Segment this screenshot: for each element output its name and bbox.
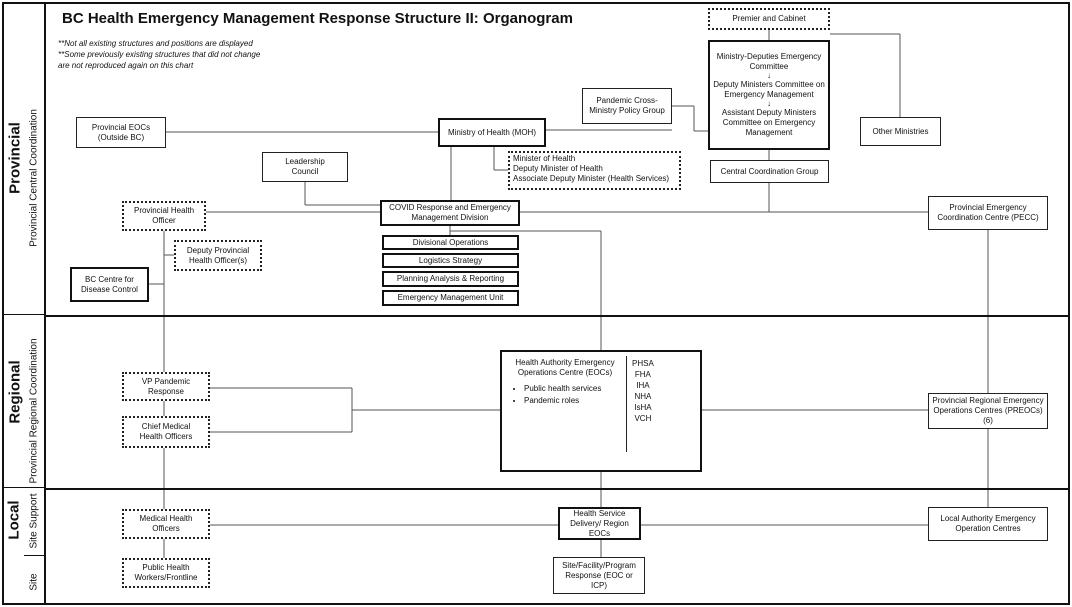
node-premier-cabinet: Premier and Cabinet <box>708 8 830 30</box>
section-label-regional: Regional <box>6 360 24 424</box>
node-ministry-deputy-committees: Ministry-Deputies Emergency Committee ↓ … <box>708 40 830 150</box>
minister-line-1: Minister of Health <box>513 154 576 163</box>
node-bc-cdc: BC Centre for Disease Control <box>70 267 149 302</box>
authority-fha: FHA <box>634 370 651 379</box>
node-logistics-strategy: Logistics Strategy <box>382 253 519 268</box>
note-1: **Not all existing structures and positi… <box>58 39 253 48</box>
node-planning-analysis: Planning Analysis & Reporting <box>382 271 519 287</box>
section-label-provincial: Provincial <box>6 122 24 194</box>
node-health-authority-eocs: Health Authority Emergency Operations Ce… <box>500 350 702 472</box>
heoc-divider <box>626 356 627 452</box>
node-medical-health-officers: Medical Health Officers <box>122 509 210 539</box>
minister-line-3: Associate Deputy Minister (Health Servic… <box>513 174 670 183</box>
arrow-down-icon: ↓ <box>767 99 771 108</box>
node-central-coordination-group: Central Coordination Group <box>710 160 829 183</box>
node-deputy-pho: Deputy Provincial Health Officer(s) <box>174 240 262 271</box>
node-pandemic-policy-group: Pandemic Cross-Ministry Policy Group <box>582 88 672 124</box>
heoc-bullet-public-health: Public health services <box>524 384 620 394</box>
heoc-bullets: Public health services Pandemic roles <box>510 384 620 406</box>
assistant-deputy-ministers-committee: Assistant Deputy Ministers Committee on … <box>721 108 817 137</box>
node-vp-pandemic-response: VP Pandemic Response <box>122 372 210 401</box>
note-3: are not reproduced again on this chart <box>58 61 194 70</box>
ministry-deputies-committee: Ministry-Deputies Emergency Committee <box>716 52 822 71</box>
node-emergency-management-unit: Emergency Management Unit <box>382 290 519 306</box>
minister-line-2: Deputy Minister of Health <box>513 164 603 173</box>
section-sublabel-site-support: Site Support <box>28 493 40 549</box>
heoc-label: Health Authority Emergency Operations Ce… <box>515 358 615 377</box>
node-public-health-workers: Public Health Workers/Frontline <box>122 558 210 588</box>
node-provincial-eocs: Provincial EOCs (Outside BC) <box>76 117 166 148</box>
node-provincial-health-officer: Provincial Health Officer <box>122 201 206 231</box>
node-other-ministries: Other Ministries <box>860 117 941 146</box>
arrow-down-icon: ↓ <box>767 71 771 80</box>
node-divisional-operations: Divisional Operations <box>382 235 519 250</box>
node-covid-division: COVID Response and Emergency Management … <box>380 200 520 226</box>
section-label-local: Local <box>5 500 23 540</box>
heoc-authority-list: PHSA FHA IHA NHA IsHA VCH <box>632 358 654 424</box>
node-local-authority-eocs: Local Authority Emergency Operation Cent… <box>928 507 1048 541</box>
node-preocs: Provincial Regional Emergency Operations… <box>928 393 1048 429</box>
node-ministry-of-health: Ministry of Health (MOH) <box>438 118 546 147</box>
authority-vch: VCH <box>634 414 652 423</box>
deputy-ministers-committee: Deputy Ministers Committee on Emergency … <box>713 80 825 99</box>
node-site-response: Site/Facility/Program Response (EOC or I… <box>553 557 645 594</box>
heoc-bullet-pandemic-roles: Pandemic roles <box>524 396 620 406</box>
section-sublabel-provincial: Provincial Central Coordination <box>28 109 40 247</box>
authority-isha: IsHA <box>634 403 652 412</box>
page-title: BC Health Emergency Management Response … <box>62 10 573 27</box>
section-sublabel-regional: Provincial Regional Coordination <box>28 338 40 484</box>
note-2: **Some previously existing structures th… <box>58 50 261 59</box>
authority-nha: NHA <box>634 392 652 401</box>
node-leadership-council: Leadership Council <box>262 152 348 182</box>
node-pecc: Provincial Emergency Coordination Centre… <box>928 196 1048 230</box>
node-health-service-delivery: Health Service Delivery/ Region EOCs <box>558 507 641 540</box>
authority-iha: IHA <box>636 381 650 390</box>
node-chief-medical-health-officers: Chief Medical Health Officers <box>122 416 210 448</box>
section-sublabel-site: Site <box>28 573 40 591</box>
node-minister-group: Minister of Health Deputy Minister of He… <box>508 151 681 190</box>
authority-phsa: PHSA <box>632 359 654 368</box>
